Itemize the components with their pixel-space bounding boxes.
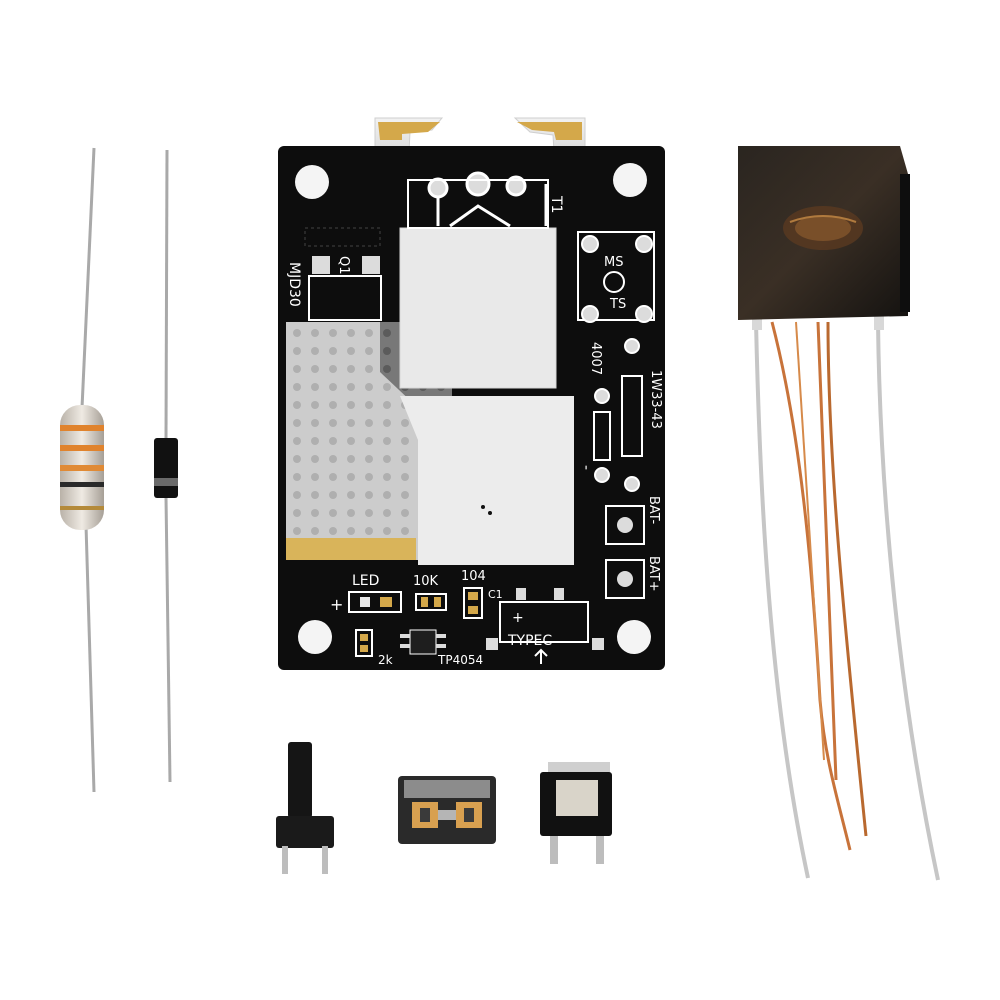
diode-body [154,438,178,498]
diode-component [154,149,178,783]
label-1w33: 1W33-43 [648,370,663,429]
resistor-component [60,147,104,793]
label-10k: 10K [413,574,439,589]
label-minus: - [578,465,594,470]
label-2k: 2k [378,653,393,667]
label-bat-neg: BAT- [646,496,661,525]
label-q1: Q1 [336,256,351,275]
label-ms: MS [604,255,623,270]
label-led: LED [352,573,379,589]
label-t1: T1 [548,195,564,213]
label-mjd30: MJD30 [286,262,302,307]
label-c1: C1 [488,588,503,601]
tactile-switch-component [276,742,334,874]
label-bat-pos: BAT+ [646,556,661,592]
usb-typec-component [398,776,496,844]
label-4007: 4007 [588,342,603,375]
label-tp4054: TP4054 [437,653,483,667]
mjd30-transistor-component [540,762,612,864]
pcb-board: T1 Q1 MJD30 MS TS 4007 1W33-43 - BAT- [278,117,665,670]
label-plus-2: + [512,610,524,626]
transformer-component [738,146,940,881]
label-104: 104 [461,569,486,584]
label-plus: + [330,595,343,614]
label-typec: TYPEC [507,633,552,649]
label-ts: TS [609,297,626,312]
